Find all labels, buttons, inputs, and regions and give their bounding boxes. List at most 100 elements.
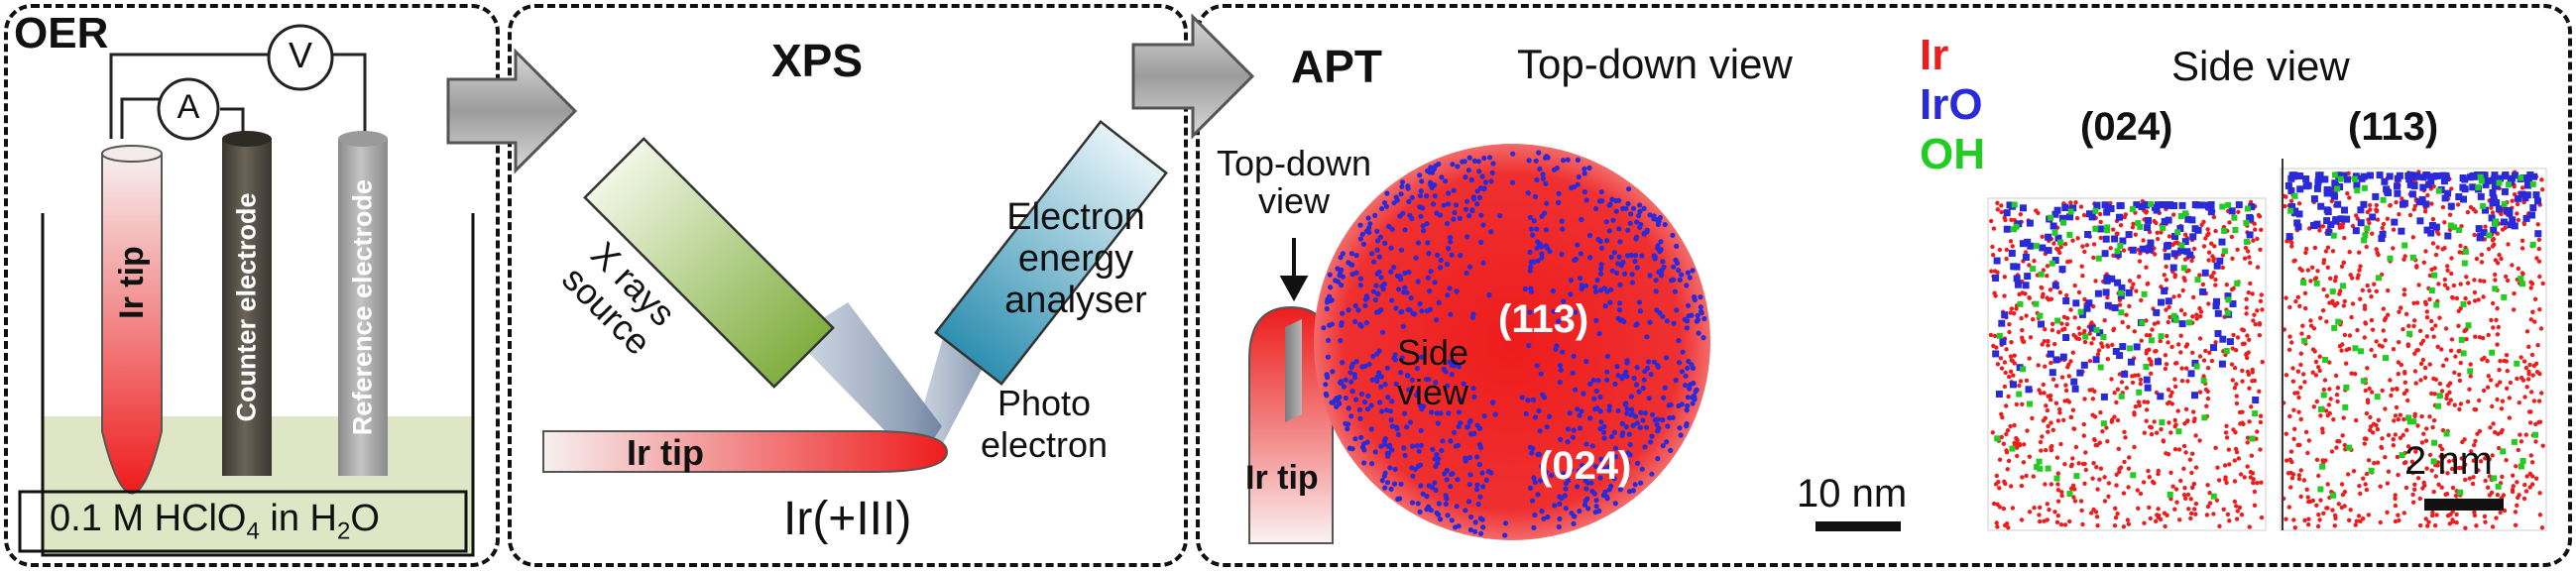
iro-atom bbox=[1623, 424, 1629, 430]
ir-atom bbox=[2121, 491, 2127, 496]
ir-atom bbox=[2347, 250, 2352, 255]
ir-atom bbox=[2049, 296, 2054, 301]
ir-atom bbox=[2168, 470, 2173, 475]
ir-atom bbox=[2341, 415, 2346, 420]
ir-atom bbox=[2508, 380, 2514, 386]
ir-atom bbox=[2314, 503, 2319, 508]
ir-atom bbox=[2238, 472, 2244, 477]
ir-atom bbox=[2115, 512, 2120, 516]
iro-atom bbox=[1568, 291, 1574, 297]
oh-atom bbox=[2362, 232, 2369, 239]
iro-atom bbox=[1543, 243, 1549, 249]
iro-atom bbox=[1579, 283, 1584, 288]
iro-atom bbox=[2406, 171, 2414, 179]
ir-atom bbox=[2370, 430, 2376, 435]
iro-atom bbox=[1349, 389, 1355, 395]
ir-atom bbox=[2012, 353, 2017, 358]
iro-atom bbox=[1486, 292, 1492, 298]
ir-atom bbox=[2451, 283, 2457, 288]
ir-atom bbox=[2247, 337, 2252, 342]
oh-atom bbox=[2054, 317, 2061, 324]
ir-atom bbox=[2318, 498, 2323, 503]
ir-atom bbox=[2499, 406, 2505, 411]
iro-atom bbox=[1617, 239, 1623, 245]
ir-atom bbox=[2175, 408, 2180, 413]
iro-atom bbox=[2214, 309, 2222, 317]
iro-atom bbox=[2213, 297, 2220, 305]
iro-atom bbox=[1540, 171, 1546, 177]
ir-atom bbox=[2137, 259, 2143, 264]
iro-atom bbox=[1435, 252, 1441, 258]
iro-atom bbox=[1545, 514, 1551, 520]
iro-atom bbox=[1364, 406, 1371, 412]
ir-atom bbox=[1996, 480, 2001, 485]
iro-atom bbox=[1645, 359, 1652, 365]
ir-atom bbox=[2174, 500, 2179, 505]
ir-atom bbox=[2078, 204, 2084, 209]
iro-atom bbox=[1474, 188, 1480, 194]
ir-atom bbox=[2497, 368, 2502, 373]
iro-atom bbox=[2511, 222, 2518, 230]
ir-atom bbox=[2417, 496, 2422, 502]
iro-atom bbox=[2178, 320, 2186, 328]
oh-atom bbox=[2245, 205, 2251, 212]
oh-atom bbox=[2092, 207, 2099, 214]
iro-atom bbox=[1358, 323, 1364, 329]
iro-atom bbox=[1616, 254, 1622, 260]
iro-atom bbox=[1671, 277, 1677, 283]
iro-atom bbox=[1478, 530, 1484, 536]
iro-atom bbox=[1684, 283, 1690, 288]
ir-atom bbox=[2258, 413, 2264, 418]
ir-atom bbox=[2197, 305, 2202, 311]
ir-atom bbox=[2444, 396, 2449, 401]
ir-atom bbox=[2111, 326, 2117, 331]
iro-atom bbox=[2410, 182, 2418, 189]
ir-atom bbox=[2504, 458, 2509, 463]
ir-atom bbox=[2164, 362, 2169, 367]
ir-atom bbox=[2258, 447, 2263, 452]
ir-atom bbox=[2248, 199, 2254, 205]
ir-atom bbox=[2304, 487, 2309, 492]
ammeter-symbol: A bbox=[176, 88, 200, 126]
iro-atom bbox=[1393, 194, 1399, 200]
oh-atom bbox=[2011, 201, 2018, 208]
iro-atom bbox=[1566, 478, 1572, 484]
iro-atom bbox=[1447, 286, 1453, 291]
iro-atom bbox=[1382, 470, 1388, 476]
iro-atom bbox=[2069, 204, 2077, 212]
ir-atom bbox=[2054, 455, 2060, 460]
iro-atom bbox=[1630, 422, 1636, 428]
ir-atom bbox=[2474, 256, 2480, 262]
ir-atom bbox=[2339, 482, 2345, 487]
ir-atom bbox=[2172, 447, 2178, 452]
ir-atom bbox=[2305, 268, 2310, 273]
ir-atom bbox=[2189, 470, 2194, 476]
ir-atom bbox=[2325, 412, 2330, 418]
ir-atom bbox=[2325, 245, 2331, 250]
oh-atom bbox=[2141, 290, 2148, 297]
iro-atom bbox=[1613, 208, 1619, 214]
ir-atom bbox=[2532, 319, 2537, 324]
ir-atom bbox=[2245, 333, 2250, 338]
iro-atom bbox=[1345, 426, 1350, 432]
ir-atom bbox=[2487, 457, 2492, 462]
iro-atom bbox=[1406, 269, 1412, 276]
iro-atom bbox=[1684, 407, 1690, 413]
ir-atom bbox=[2201, 219, 2206, 224]
ir-atom bbox=[2333, 275, 2338, 280]
ir-atom bbox=[2400, 432, 2405, 438]
ir-atom bbox=[2528, 286, 2533, 290]
iro-atom bbox=[1677, 277, 1683, 283]
iro-atom bbox=[2051, 210, 2059, 218]
ir-atom bbox=[2385, 510, 2390, 514]
iro-atom bbox=[1597, 425, 1603, 432]
ir-atom bbox=[2473, 438, 2478, 444]
iro-atom bbox=[2164, 253, 2171, 261]
iro-atom bbox=[1346, 307, 1351, 313]
iro-atom bbox=[1624, 406, 1630, 412]
iro-atom bbox=[2229, 300, 2237, 307]
iro-atom bbox=[1612, 501, 1618, 507]
ir-atom bbox=[2059, 493, 2064, 499]
ir-atom bbox=[2176, 342, 2181, 347]
ir-atom bbox=[2038, 518, 2043, 524]
